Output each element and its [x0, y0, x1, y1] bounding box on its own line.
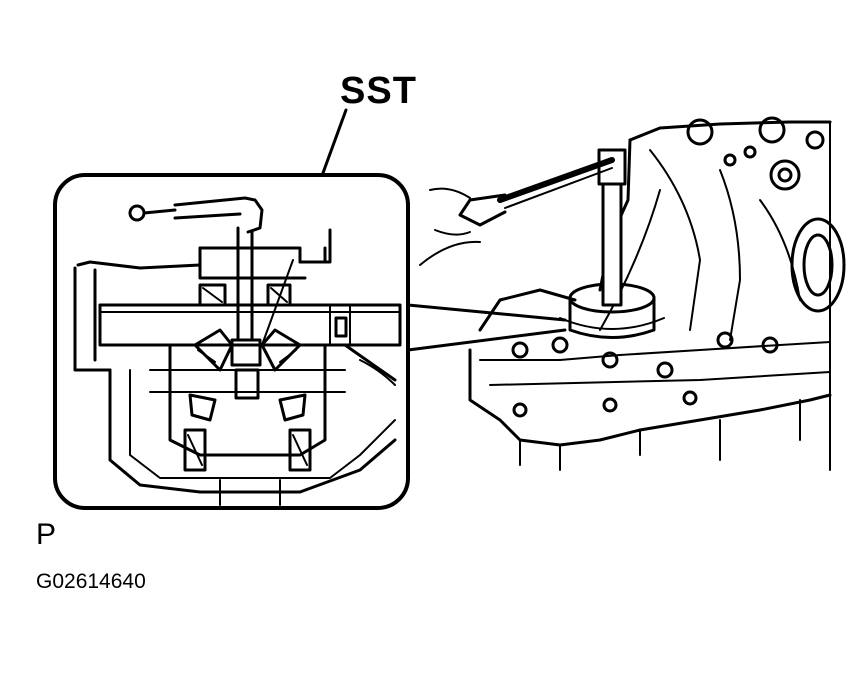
view-marker-label: P [36, 518, 57, 551]
sst-label: SST [340, 70, 417, 112]
transaxle-housing [419, 116, 846, 471]
figure-id-label: G02614640 [36, 570, 146, 593]
inset-detail [53, 173, 410, 510]
